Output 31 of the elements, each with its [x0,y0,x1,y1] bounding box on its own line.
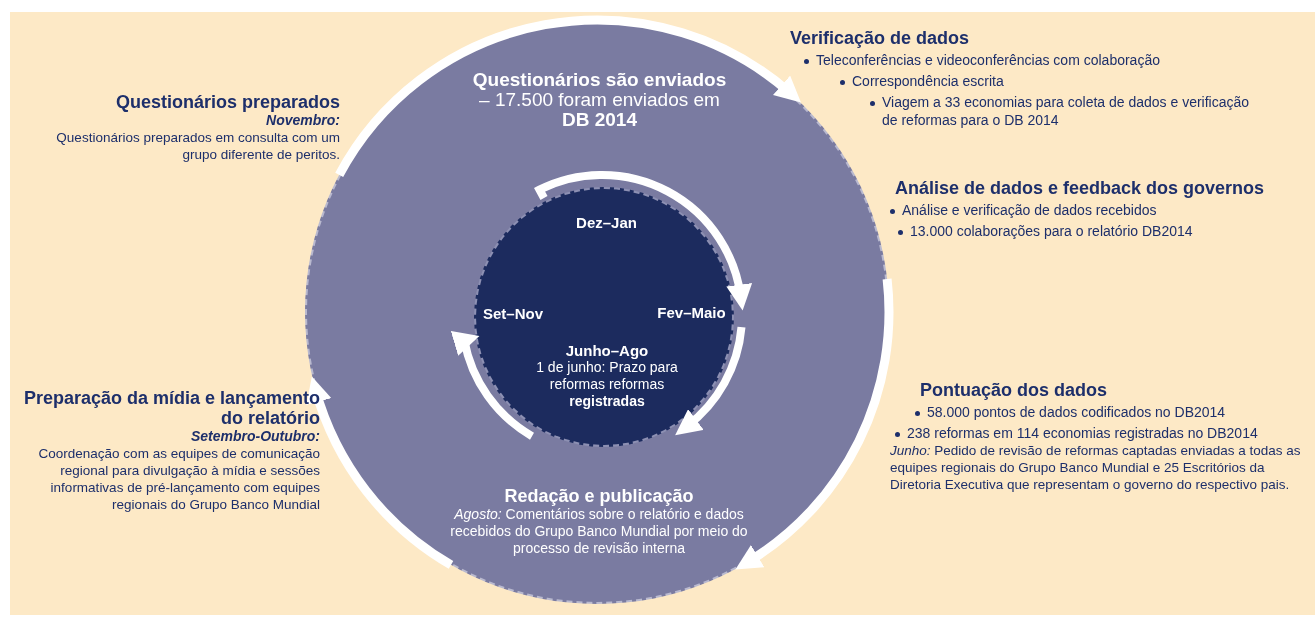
bullet-item: 238 reformas em 114 economias registradas no DB2014 [907,425,1258,441]
section-heading: Preparação da mídia e lançamento do relatório [22,388,320,428]
period-label: Junho–Ago [564,342,650,359]
section-heading: Questionários preparados [114,92,340,112]
curved-arrow [735,278,894,571]
bullet-item: Correspondência escrita [852,73,1004,89]
section-heading: Redação e publicação [503,486,695,506]
section-heading: Verificação de dados [790,28,971,48]
description-text: 1 de junho: Prazo para reformas reformas registradas [535,359,679,410]
description-text: Junho: Pedido de revisão de reformas captadas enviadas a todas as equipes regionais do Grupo Banco Mundial e 25 Escritórios da Diretoria Executiva que representam o governo do respectivo pais. [890,442,1302,493]
stage-text: Questionários são enviados – 17.500 foram enviados em DB 2014 [467,70,732,160]
description-text: Agosto: Comentários sobre o relatório e dados recebidos do Grupo Banco Mundial por meio do processo de revisão interna [449,506,749,557]
description-text: Coordenação com as equipes de comunicação regional para divulgação à mídia e sessões informativas de pré-lançamento com equipes regionais do Grupo Banco Mundial [37,445,320,513]
section-heading: Pontuação dos dados [920,380,1109,400]
bullet-item: Viagem a 33 economias para coleta de dados e verificação de reformas para o DB 2014 [882,94,1250,128]
curved-arrow [450,330,535,440]
curved-arrow [307,376,454,569]
bullet-item: 58.000 pontos de dados codificados no DB2014 [927,404,1226,420]
curved-arrow [335,15,802,178]
curved-arrow [675,326,746,436]
period-label: Fev–Maio [634,296,749,334]
description-text: Questionários preparados em consulta com um grupo diferente de peritos. [55,129,340,163]
bullet-item: 13.000 colaborações para o relatório DB2014 [910,223,1193,239]
date-label: Setembro-Outubro: [189,428,320,445]
period-label: Dez–Jan [544,198,669,236]
section-heading: Análise de dados e feedback dos governos [895,178,1266,198]
curved-arrow [535,171,752,311]
bullet-item: Análise e verificação de dados recebidos [902,202,1157,218]
period-label: Set–Nov [466,300,560,340]
bullet-item: Teleconferências e videoconferências com colaboração [816,52,1160,68]
date-label: Novembro: [265,112,340,129]
